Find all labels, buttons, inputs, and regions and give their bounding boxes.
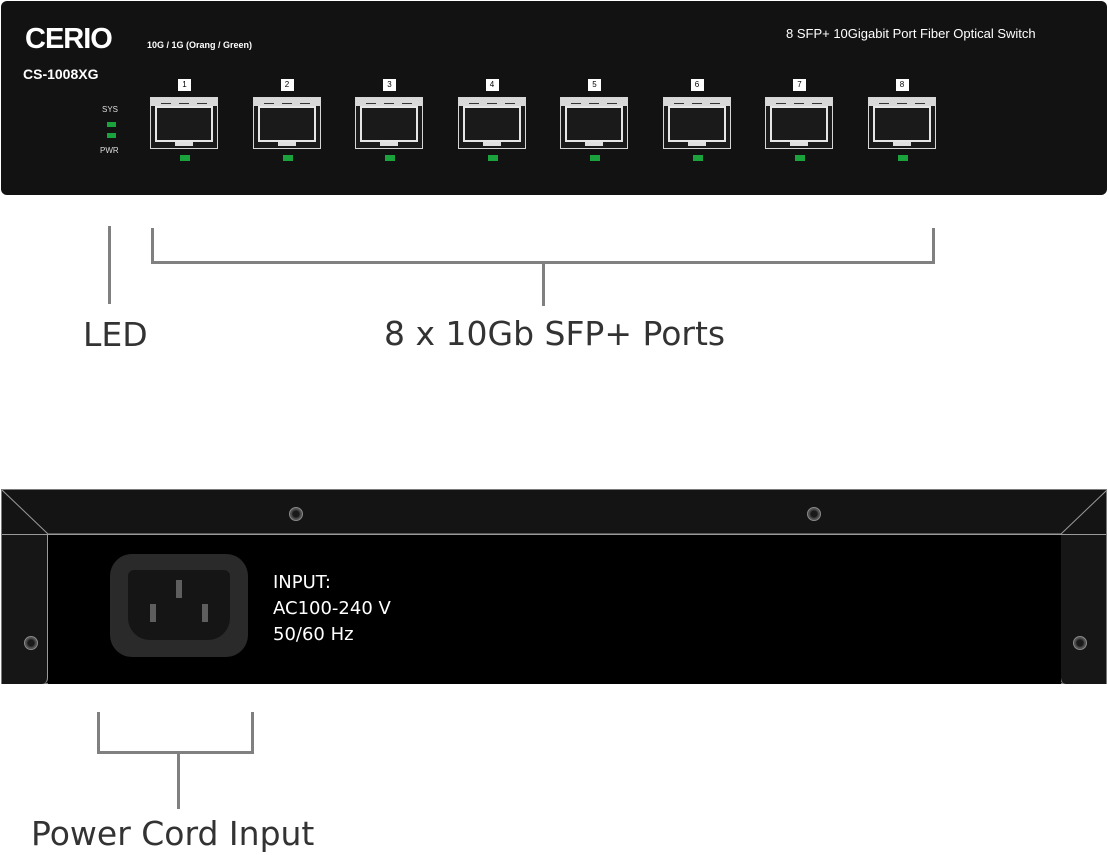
port-number: 6 [690,79,704,91]
ports-callout: 8 x 10Gb SFP+ Ports [384,314,726,353]
port-led [590,155,600,161]
sfp-port[interactable]: 7 [765,79,835,161]
speed-legend: 10G / 1G (Orang / Green) [147,40,253,50]
sfp-cage [560,97,628,149]
port-led [795,155,805,161]
ports-bracket-left [151,228,154,264]
port-number: 2 [280,79,294,91]
sfp-latch [892,142,911,146]
screw-icon [1073,636,1087,650]
screw-icon [807,507,821,521]
sfp-latch [687,142,706,146]
brand-logo: CERIO [25,23,113,55]
switch-front-panel: CERIO CS-1008XG 10G / 1G (Orang / Green)… [1,1,1107,195]
sfp-slot [360,106,418,142]
port-led [282,155,293,161]
input-voltage: AC100-240 V [273,598,391,619]
left-rack-ear [2,534,48,684]
sfp-cage-top [663,98,730,106]
sfp-cage-top [868,98,935,106]
sfp-cage-top [253,98,320,106]
power-callout: Power Cord Input [31,814,315,853]
port-led [897,155,908,161]
power-socket-inner [128,570,230,640]
sfp-cage [457,97,526,149]
sfp-port[interactable]: 4 [457,79,528,161]
sfp-slot [257,106,316,142]
port-number: 5 [588,79,601,91]
switch-rear-panel: INPUT: AC100-240 V 50/60 Hz [1,489,1108,684]
sfp-cage-top [356,98,422,106]
port-number: 1 [178,79,191,91]
port-led [487,155,498,161]
sys-led [107,122,116,127]
sfp-slot [770,106,828,142]
led-callout: LED [83,315,148,354]
port-number: 7 [793,79,806,91]
sfp-cage [252,97,321,149]
port-number: 8 [895,79,909,91]
model-label: CS-1008XG [23,66,99,82]
sfp-slot [667,106,726,142]
input-title: INPUT: [273,572,331,593]
sfp-cage-top [766,98,832,106]
input-frequency: 50/60 Hz [273,624,354,645]
power-bracket-bar [97,751,254,754]
port-led [180,155,190,161]
sfp-cage [867,97,936,149]
right-rack-ear [1060,534,1106,684]
sfp-port[interactable]: 1 [150,79,220,161]
sfp-latch [175,142,193,146]
sfp-latch [790,142,808,146]
product-description: 8 SFP+ 10Gigabit Port Fiber Optical Swit… [786,26,1036,41]
sfp-port[interactable]: 3 [355,79,425,161]
sfp-cage-top [458,98,525,106]
sfp-cage-top [561,98,627,106]
sfp-latch [585,142,603,146]
sfp-slot [462,106,521,142]
sfp-port[interactable]: 8 [867,79,938,161]
sfp-port[interactable]: 6 [662,79,733,161]
pwr-led-label: PWR [100,146,119,155]
sfp-latch [277,142,296,146]
ports-bracket-right [932,228,935,264]
sfp-latch [380,142,398,146]
screw-icon [24,636,38,650]
port-led [692,155,703,161]
port-led [385,155,395,161]
sfp-slot [872,106,931,142]
ports-bracket-stem [542,261,545,306]
led-callout-line [108,226,111,304]
sfp-cage [662,97,731,149]
sfp-port[interactable]: 5 [560,79,630,161]
line-pin-icon [150,604,156,622]
power-bracket-left [97,712,100,754]
sfp-latch [482,142,501,146]
sfp-cage [355,97,423,149]
sfp-slot [565,106,623,142]
power-socket[interactable] [110,554,248,657]
sfp-port[interactable]: 2 [252,79,323,161]
screw-icon [289,507,303,521]
sfp-cage-top [151,98,217,106]
sfp-slot [155,106,213,142]
power-bracket-right [251,712,254,754]
port-number: 4 [485,79,499,91]
sys-led-label: SYS [102,105,119,114]
port-number: 3 [383,79,396,91]
ground-pin-icon [176,580,182,598]
pwr-led [107,133,116,138]
power-bracket-stem [177,751,180,809]
sfp-cage [150,97,218,149]
sfp-cage [765,97,833,149]
neutral-pin-icon [202,604,208,622]
